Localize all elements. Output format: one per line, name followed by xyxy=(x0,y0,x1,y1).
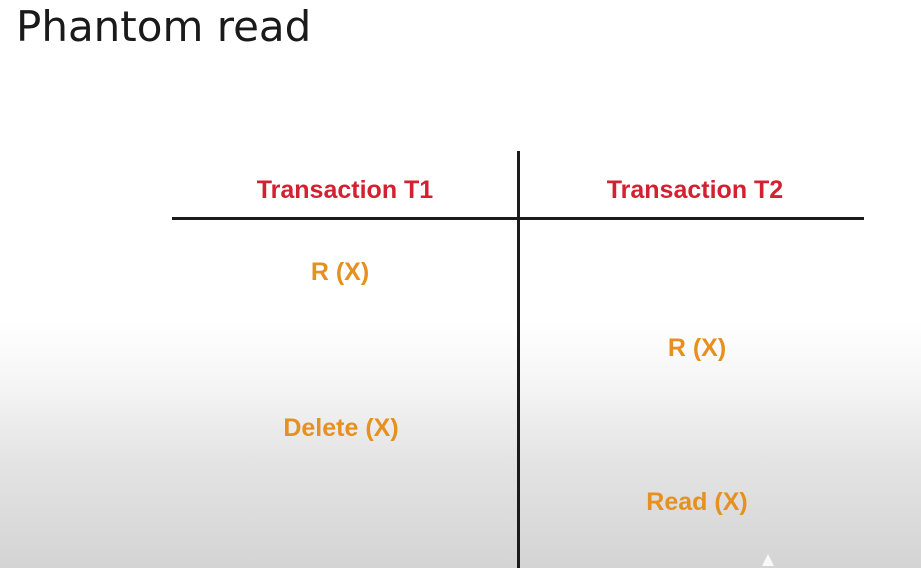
t2-operation-read-again: Read (X) xyxy=(646,488,748,516)
column-divider-line xyxy=(517,151,520,568)
header-transaction-t1: Transaction T1 xyxy=(256,176,434,204)
header-transaction-t2: Transaction T2 xyxy=(606,176,784,204)
t1-operation-read: R (X) xyxy=(310,258,370,286)
t2-operation-read: R (X) xyxy=(667,334,727,362)
t1-operation-delete: Delete (X) xyxy=(283,414,399,442)
page-title: Phantom read xyxy=(16,2,312,51)
mouse-pointer-icon xyxy=(762,554,774,566)
